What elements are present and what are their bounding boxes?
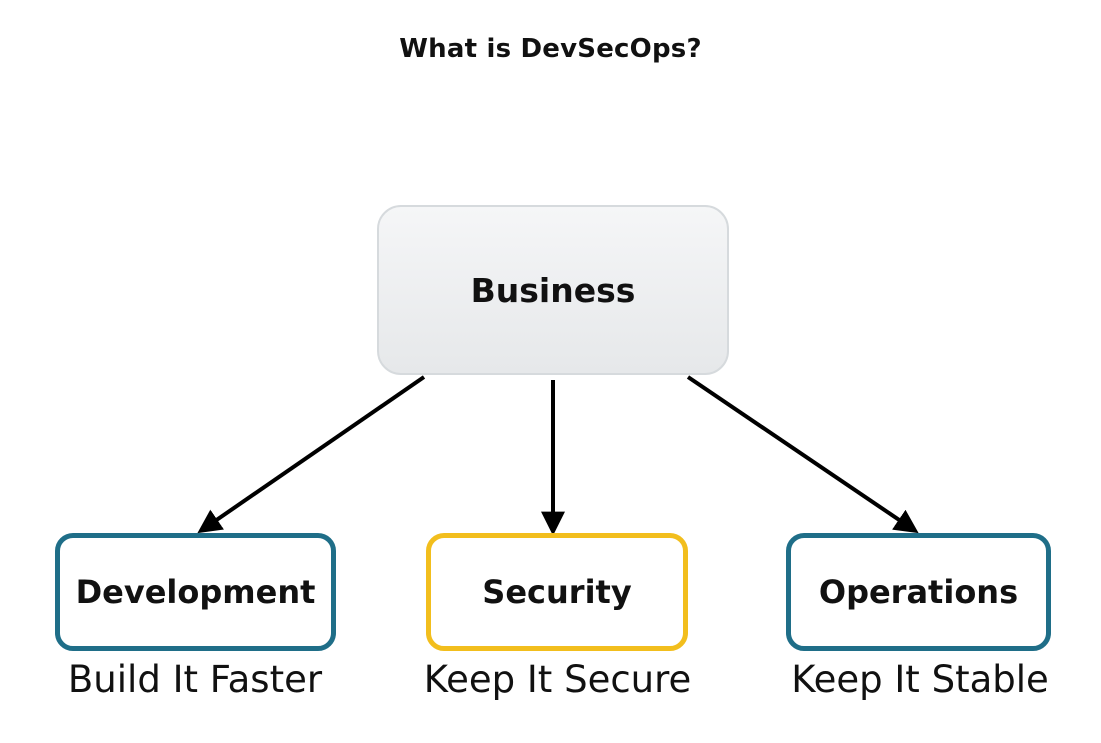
operations-label: Operations: [818, 573, 1019, 611]
business-node: Business: [377, 205, 729, 375]
arrow-business-to-development: [197, 375, 426, 534]
development-caption: Build It Faster: [67, 658, 323, 701]
security-node: Security: [426, 533, 688, 651]
arrow-business-to-operations: [686, 375, 919, 534]
operations-caption: Keep It Stable: [791, 658, 1049, 701]
diagram-title: What is DevSecOps?: [399, 34, 702, 64]
operations-node: Operations: [786, 533, 1051, 651]
business-label: Business: [470, 270, 636, 310]
security-label: Security: [482, 573, 632, 611]
security-caption: Keep It Secure: [423, 658, 692, 701]
development-node: Development: [55, 533, 336, 651]
development-label: Development: [75, 573, 316, 611]
